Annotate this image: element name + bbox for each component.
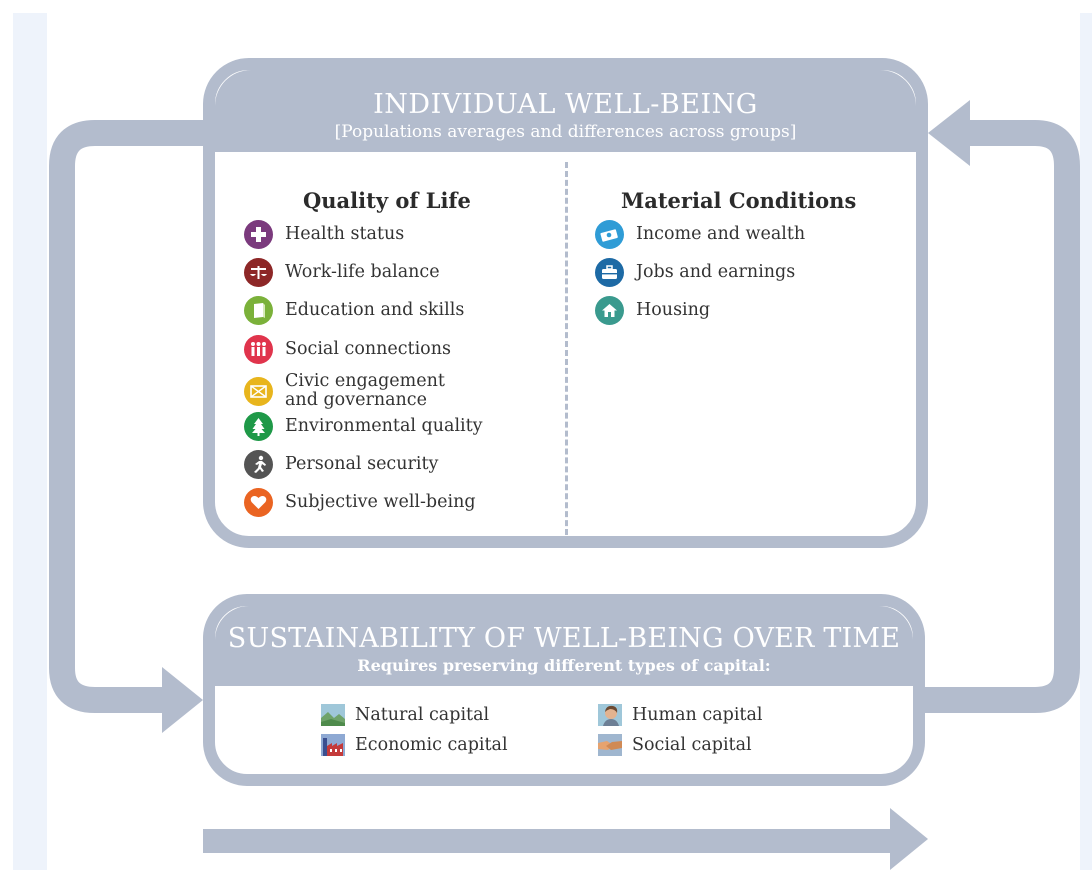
- factory-icon: [321, 734, 345, 756]
- qol-item-subjective-well-being: Subjective well-being: [244, 488, 476, 517]
- individual-well-being-box: INDIVIDUAL WELL-BEING [Populations avera…: [203, 58, 928, 548]
- sustainability-header: SUSTAINABILITY OF WELL-BEING OVER TIME R…: [215, 606, 913, 686]
- sustainability-subtitle: Requires preserving different types of c…: [357, 656, 771, 675]
- qol-item-label: Subjective well-being: [285, 492, 476, 512]
- qol-item-label: Personal security: [285, 454, 439, 474]
- qol-item-label: Environmental quality: [285, 416, 483, 436]
- mc-item-jobs-and-earnings: Jobs and earnings: [595, 258, 795, 287]
- running-person-icon: [244, 450, 273, 479]
- qol-item-work-life-balance: Work-life balance: [244, 258, 440, 287]
- plus-icon: [244, 220, 273, 249]
- qol-item-education-and-skills: Education and skills: [244, 296, 464, 325]
- right-loop-arrow-head: [928, 100, 970, 166]
- capital-human: Human capital: [598, 704, 763, 726]
- envelope-icon: [244, 376, 273, 406]
- capital-label: Economic capital: [355, 735, 508, 755]
- left-background-strip: [13, 13, 47, 870]
- individual-well-being-subtitle: [Populations averages and differences ac…: [334, 122, 797, 142]
- people-icon: [244, 335, 273, 364]
- heart-icon: [244, 488, 273, 517]
- qol-item-health-status: Health status: [244, 220, 404, 249]
- person-head-icon: [598, 704, 622, 726]
- qol-item-label: Health status: [285, 224, 405, 244]
- right-loop-arrow-line: [915, 120, 1080, 713]
- left-loop-arrow-line: [49, 120, 215, 713]
- material-conditions-heading: Material Conditions: [621, 188, 857, 213]
- money-icon: [595, 220, 624, 249]
- individual-well-being-header: INDIVIDUAL WELL-BEING [Populations avera…: [215, 70, 916, 152]
- capital-economic: Economic capital: [321, 734, 508, 756]
- qol-item-label-line2: and governance: [285, 390, 427, 410]
- capital-label: Social capital: [632, 735, 752, 755]
- briefcase-icon: [595, 258, 624, 287]
- sustainability-box: SUSTAINABILITY OF WELL-BEING OVER TIME R…: [203, 594, 925, 786]
- quality-of-life-heading: Quality of Life: [303, 188, 471, 213]
- qol-item-personal-security: Personal security: [244, 450, 438, 479]
- tree-icon: [244, 412, 273, 441]
- qol-item-label-group: Civic engagement and governance: [285, 372, 445, 410]
- book-icon: [244, 296, 273, 325]
- column-divider: [565, 162, 568, 544]
- mc-item-label: Jobs and earnings: [636, 262, 796, 282]
- capital-label: Natural capital: [355, 705, 490, 725]
- mc-item-housing: Housing: [595, 296, 710, 325]
- qol-item-label: Social connections: [285, 339, 451, 359]
- mc-item-label: Housing: [636, 300, 711, 320]
- individual-well-being-title: INDIVIDUAL WELL-BEING: [373, 89, 758, 120]
- capital-natural: Natural capital: [321, 704, 489, 726]
- qol-item-civic-engagement: Civic engagement and governance: [244, 372, 445, 410]
- left-loop-arrow-head: [162, 667, 203, 733]
- qol-item-environmental-quality: Environmental quality: [244, 412, 483, 441]
- capital-social: Social capital: [598, 734, 752, 756]
- sustainability-title: SUSTAINABILITY OF WELL-BEING OVER TIME: [227, 623, 901, 654]
- balance-scale-icon: [244, 258, 273, 287]
- house-icon: [595, 296, 624, 325]
- qol-item-social-connections: Social connections: [244, 335, 451, 364]
- qol-item-label: Civic engagement: [285, 371, 445, 391]
- right-background-strip: [1080, 13, 1092, 870]
- time-arrow-head: [890, 808, 928, 870]
- qol-item-label: Education and skills: [285, 300, 465, 320]
- mc-item-label: Income and wealth: [636, 224, 806, 244]
- mc-item-income-and-wealth: Income and wealth: [595, 220, 805, 249]
- handshake-icon: [598, 734, 622, 756]
- qol-item-label: Work-life balance: [285, 262, 440, 282]
- time-arrow-shaft: [203, 829, 898, 853]
- capital-label: Human capital: [632, 705, 763, 725]
- landscape-icon: [321, 704, 345, 726]
